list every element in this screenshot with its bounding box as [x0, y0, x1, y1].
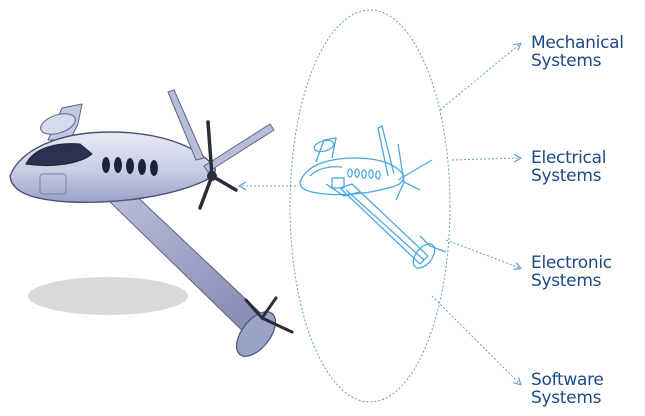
label-line-2: Systems [531, 51, 602, 71]
cabin-window [114, 157, 122, 173]
rotor-blade [203, 123, 275, 173]
electronic-systems-label: Electronic Systems [531, 254, 643, 290]
cockpit-canopy [25, 143, 93, 167]
propeller-hub [207, 171, 217, 181]
connector-electronic [445, 239, 520, 268]
tail-pod [40, 113, 76, 135]
label-line-2: Systems [531, 166, 602, 186]
connector-mechanical [439, 44, 520, 111]
wireframe-aircraft [299, 125, 447, 269]
connector-software [431, 295, 520, 384]
aircraft-wing [107, 191, 269, 341]
label-line-1: Electronic [531, 253, 612, 273]
software-systems-label: Software Systems [531, 371, 643, 407]
label-line-1: Mechanical [531, 33, 624, 53]
cabin-door [39, 173, 67, 195]
mechanical-systems-label: Mechanical Systems [531, 34, 643, 70]
systems-oval [289, 9, 451, 403]
rotor-blade [167, 89, 205, 161]
aircraft-illustration [9, 89, 294, 357]
label-line-1: Electrical [531, 148, 607, 168]
label-line-2: Systems [531, 271, 602, 291]
label-line-2: Systems [531, 388, 602, 408]
wingtip-nacelle [235, 311, 277, 357]
connector-electrical [451, 158, 520, 160]
wingtip-propeller-icon [244, 296, 294, 334]
cabin-window [150, 160, 158, 176]
cabin-window [126, 158, 134, 174]
cabin-window [102, 157, 110, 173]
aircraft-shadow [28, 277, 188, 315]
cabin-window [138, 159, 146, 175]
aircraft-fuselage [9, 131, 216, 203]
label-line-1: Software [531, 370, 604, 390]
electrical-systems-label: Electrical Systems [531, 149, 643, 185]
